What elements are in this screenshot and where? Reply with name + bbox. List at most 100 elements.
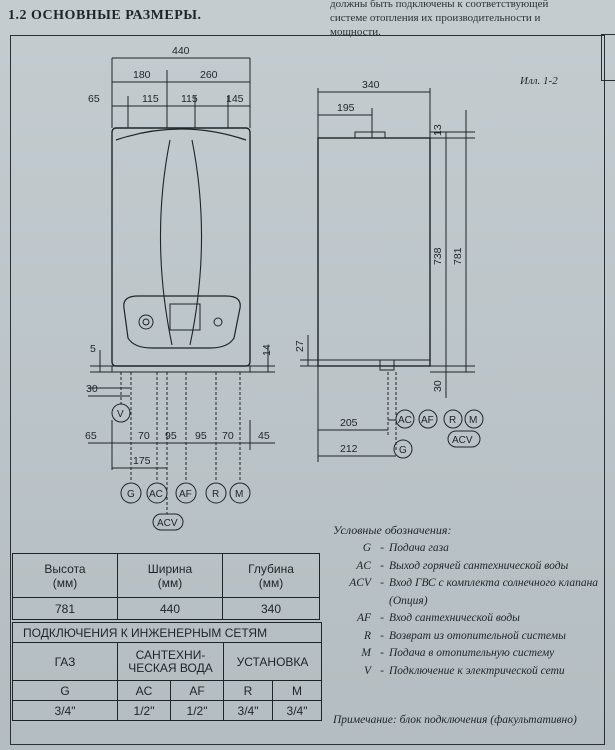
legend-note: Примечание: блок подключения (факультати… (333, 714, 577, 726)
legend-text: Вход ГВС с комплекта солнечного клапана … (389, 577, 599, 607)
group-water: САНТЕХНИ- ЧЕСКАЯ ВОДА (117, 642, 224, 681)
legend-text: Выход горячей сантехнической воды (389, 559, 569, 572)
dim-side-13: 13 (432, 124, 444, 136)
value-height: 781 (12, 597, 118, 620)
connections-title: ПОДКЛЮЧЕНИЯ К ИНЖЕНЕРНЫМ СЕТЯМ (12, 622, 322, 643)
legend-text: Подача газа (389, 542, 449, 554)
front-bottom-dimensions (88, 420, 275, 470)
conn-front-AF: AF (179, 489, 192, 500)
dim-front-b95b: 95 (195, 430, 207, 442)
conn-side-G: G (399, 445, 407, 456)
connections-table: ПОДКЛЮЧЕНИЯ К ИНЖЕНЕРНЫМ СЕТЯМ ГАЗ САНТЕ… (12, 622, 322, 721)
dimensions-table: Высота (мм) Ширина (мм) Глубина (мм) 781… (12, 553, 320, 620)
conn-front-AC: AC (149, 489, 163, 500)
legend-text: Подключение к электрической сети (389, 664, 565, 677)
dim-front-b70b: 70 (222, 430, 234, 442)
side-right-dimensions (430, 110, 475, 398)
legend-item: R- Возврат из отопительной системы (333, 628, 603, 646)
header-width: Ширина (мм) (117, 553, 223, 598)
legend-list: G- Подача газа AC- Выход горячей сантехн… (333, 540, 603, 680)
dim-front-b45: 45 (258, 430, 270, 442)
value-width: 440 (117, 597, 223, 620)
legend-code: G (362, 542, 371, 554)
legend-item: AF- Вход сантехнической воды (333, 610, 603, 628)
conn-side-M: M (469, 415, 477, 426)
section-title: 1.2 ОСНОВНЫЕ РАЗМЕРЫ. (8, 8, 202, 23)
legend-code: AC (356, 559, 371, 572)
dim-front-b65: 65 (85, 430, 97, 442)
conn-side-AF: AF (421, 415, 434, 426)
front-top-dimensions (111, 57, 251, 128)
side-view-boiler (317, 131, 431, 371)
dim-front-115b: 115 (181, 93, 198, 105)
front-connection-circles (111, 403, 251, 531)
dim-front-30: 30 (86, 383, 98, 395)
legend-item: AC- Выход горячей сантехнической воды (333, 558, 603, 576)
value-depth: 340 (222, 597, 320, 620)
dim-side-738: 738 (432, 247, 444, 265)
dim-front-b95a: 95 (165, 430, 177, 442)
dim-front-145: 145 (226, 93, 244, 105)
legend-title: Условные обозначения: (333, 523, 452, 537)
conn-side-R: R (449, 415, 456, 426)
intro-line-1: должны быть подключены к соответствующей (330, 0, 549, 10)
legend-item: G- Подача газа (333, 540, 603, 558)
legend-text: Вход сантехнической воды (389, 612, 520, 624)
conn-front-G: G (127, 489, 135, 500)
intro-line-2: системе отопления их производительности … (330, 12, 541, 24)
conn-front-ACV: ACV (157, 518, 178, 529)
dim-side-781: 781 (452, 247, 464, 265)
group-gas: ГАЗ (12, 642, 118, 681)
dim-side-212: 212 (340, 443, 358, 455)
dim-side-30: 30 (432, 380, 444, 392)
dim-front-5: 5 (90, 343, 96, 355)
code-R: R (223, 680, 273, 701)
dim-front-175: 175 (133, 455, 151, 467)
size-M: 3/4" (272, 700, 322, 721)
dim-front-260: 260 (200, 69, 218, 81)
code-AC: AC (117, 680, 171, 701)
size-AC: 1/2" (117, 700, 171, 721)
side-left-dimensions (300, 335, 318, 367)
legend-item: ACV- Вход ГВС с комплекта солнечного кла… (333, 575, 603, 610)
conn-side-AC: AC (398, 415, 412, 426)
side-top-dimensions (317, 88, 431, 138)
page-edge-tab (601, 34, 615, 81)
code-AF: AF (170, 680, 224, 701)
code-G: G (12, 680, 118, 701)
legend-text: Возврат из отопительной системы (389, 629, 566, 642)
legend-code: ACV (349, 577, 371, 589)
dim-side-27: 27 (294, 340, 306, 352)
legend-code: AF (356, 612, 371, 624)
front-side-dimensions (88, 345, 275, 397)
illustration-label: Илл. 1-2 (520, 75, 558, 87)
dim-side-205: 205 (340, 417, 358, 429)
size-AF: 1/2" (170, 700, 224, 721)
dim-side-depth: 340 (362, 79, 380, 91)
size-R: 3/4" (223, 700, 273, 721)
header-height: Высота (мм) (12, 553, 118, 598)
dim-front-180: 180 (133, 69, 151, 81)
figure-frame (10, 35, 605, 745)
legend-text: Подача в отопительную систему (389, 647, 555, 659)
legend-code: V (363, 664, 371, 677)
dim-front-14: 14 (261, 344, 273, 356)
code-M: M (272, 680, 322, 701)
conn-front-V: V (117, 409, 124, 420)
front-view-boiler (111, 127, 251, 373)
dim-front-65: 65 (88, 93, 100, 105)
dim-side-195: 195 (337, 102, 355, 114)
legend-code: R (363, 629, 371, 642)
side-bottom-dimensions (317, 366, 397, 462)
conn-side-ACV: ACV (452, 435, 473, 446)
dim-front-115a: 115 (142, 93, 159, 105)
dim-front-width: 440 (172, 45, 190, 57)
side-connection-circles (393, 409, 484, 459)
legend-code: M (361, 647, 371, 659)
size-G: 3/4" (12, 700, 118, 721)
group-installation: УСТАНОВКА (223, 642, 322, 681)
conn-front-M: M (235, 489, 243, 500)
legend-item: M- Подача в отопительную систему (333, 645, 603, 663)
